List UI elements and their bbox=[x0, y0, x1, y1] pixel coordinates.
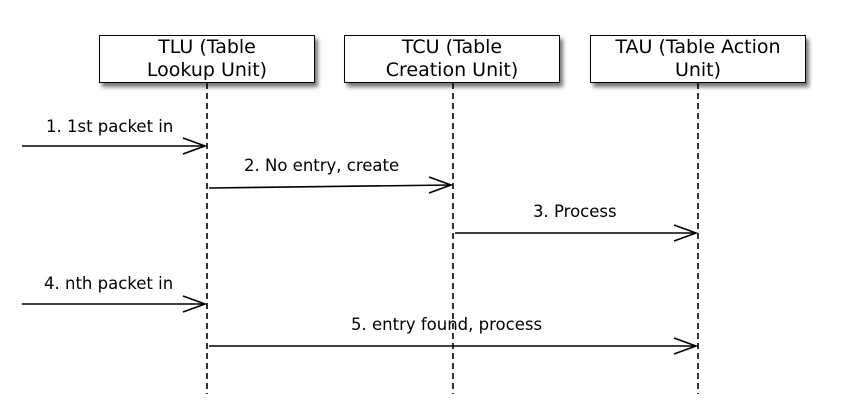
participant-tlu-line2: Lookup Unit) bbox=[146, 59, 268, 81]
participant-tcu-line1: TCU (Table bbox=[401, 36, 503, 58]
message-label-4: 4. nth packet in bbox=[44, 274, 174, 293]
message-label-3: 3. Process bbox=[533, 202, 617, 221]
participant-tau: TAU (Table Action Unit) bbox=[590, 35, 806, 83]
message-label-5: 5. entry found, process bbox=[351, 315, 543, 334]
message-arrow-2 bbox=[208, 176, 454, 194]
participant-tcu-line2: Creation Unit) bbox=[385, 59, 519, 81]
message-arrow-5 bbox=[209, 337, 699, 355]
message-arrow-3 bbox=[455, 224, 699, 242]
message-label-2: 2. No entry, create bbox=[244, 156, 400, 175]
participant-tlu: TLU (Table Lookup Unit) bbox=[99, 35, 315, 83]
message-arrow-1 bbox=[22, 137, 208, 155]
message-label-1: 1. 1st packet in bbox=[46, 117, 174, 136]
participant-tau-line2: Unit) bbox=[674, 59, 722, 81]
participant-tau-line1: TAU (Table Action bbox=[615, 36, 781, 58]
participant-tcu: TCU (Table Creation Unit) bbox=[344, 35, 560, 83]
message-arrow-4 bbox=[22, 295, 208, 313]
participant-tlu-line1: TLU (Table bbox=[158, 36, 256, 58]
